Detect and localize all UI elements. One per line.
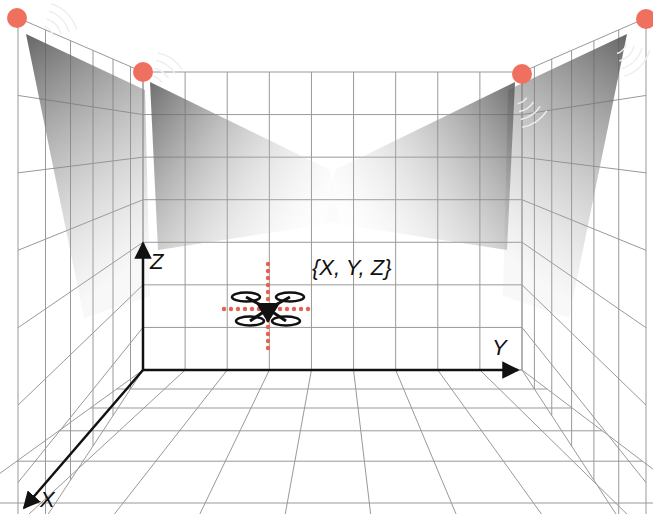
- camera-cone: [26, 34, 150, 318]
- camera-cone: [503, 34, 627, 318]
- axis-label: Z: [150, 251, 163, 273]
- camera-cone: [150, 82, 340, 250]
- axis-label: Y: [492, 337, 507, 359]
- camera-cones: [26, 34, 627, 318]
- axes: [24, 243, 518, 508]
- camera-cone: [325, 82, 515, 250]
- camera-dot: [7, 8, 27, 28]
- x-axis: [24, 370, 143, 508]
- camera-dot: [636, 9, 653, 29]
- position-label: {X, Y, Z}: [312, 257, 392, 279]
- axis-label: X: [40, 489, 55, 511]
- cameras: [7, 8, 653, 84]
- signal-waves: [44, 4, 649, 128]
- room-grid: [0, 18, 653, 514]
- camera-dot: [133, 62, 153, 82]
- z-axis: [142, 243, 145, 370]
- drone: [222, 262, 310, 350]
- y-axis: [143, 369, 518, 372]
- camera-dot: [512, 64, 532, 84]
